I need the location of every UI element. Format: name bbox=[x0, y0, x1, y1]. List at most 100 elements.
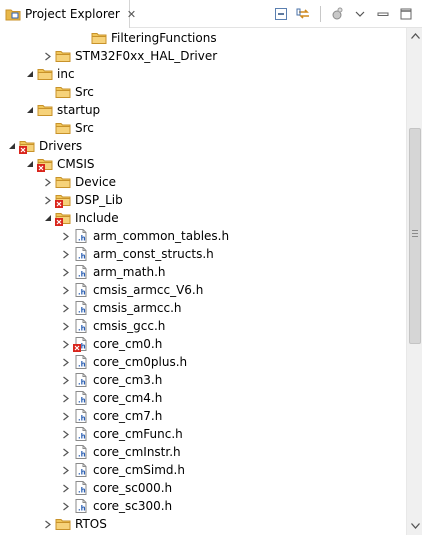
scroll-down-arrow-icon[interactable] bbox=[407, 518, 422, 534]
tree-item-label: arm_const_structs.h bbox=[93, 247, 214, 261]
scroll-up-arrow-icon[interactable] bbox=[407, 28, 422, 44]
header-file-icon: .h bbox=[73, 444, 89, 460]
collapsed-arrow-icon[interactable] bbox=[42, 173, 54, 191]
folder-tree-item[interactable]: Include bbox=[0, 209, 406, 227]
header-file-icon: .h bbox=[73, 498, 89, 514]
folder-tree-item[interactable]: Src bbox=[0, 119, 406, 137]
svg-text:.h: .h bbox=[78, 379, 86, 387]
collapsed-arrow-icon[interactable] bbox=[60, 389, 72, 407]
view-menu-icon[interactable] bbox=[350, 4, 370, 24]
tree-item-label: core_cm0plus.h bbox=[93, 355, 188, 369]
tree-item-label: core_sc000.h bbox=[93, 481, 173, 495]
folder-icon bbox=[37, 66, 53, 82]
thumb-grip-line bbox=[412, 236, 418, 237]
collapsed-arrow-icon[interactable] bbox=[60, 317, 72, 335]
file-tree-item[interactable]: .h core_sc300.h bbox=[0, 497, 406, 515]
folder-icon bbox=[55, 516, 71, 532]
svg-text:.h: .h bbox=[78, 433, 86, 441]
folder-tree-item[interactable]: inc bbox=[0, 65, 406, 83]
header-file-icon: .h bbox=[73, 228, 89, 244]
collapsed-arrow-icon[interactable] bbox=[60, 245, 72, 263]
close-icon[interactable]: ✕ bbox=[126, 7, 137, 21]
expanded-arrow-icon[interactable] bbox=[24, 65, 36, 83]
folder-tree-item[interactable]: Src bbox=[0, 83, 406, 101]
expanded-arrow-icon[interactable] bbox=[24, 101, 36, 119]
tree-item-label: core_sc300.h bbox=[93, 499, 173, 513]
collapsed-arrow-icon[interactable] bbox=[60, 479, 72, 497]
file-tree-item[interactable]: .h core_cm0plus.h bbox=[0, 353, 406, 371]
collapse-all-icon[interactable] bbox=[271, 4, 291, 24]
file-tree-item[interactable]: .h cmsis_armcc.h bbox=[0, 299, 406, 317]
tree-item-label: arm_common_tables.h bbox=[93, 229, 230, 243]
expanded-arrow-icon[interactable] bbox=[24, 155, 36, 173]
collapsed-arrow-icon[interactable] bbox=[42, 515, 54, 533]
svg-text:.h: .h bbox=[78, 289, 86, 297]
collapsed-arrow-icon[interactable] bbox=[60, 497, 72, 515]
tab-project-explorer[interactable]: Project Explorer ✕ bbox=[0, 0, 136, 28]
collapsed-arrow-icon[interactable] bbox=[42, 191, 54, 209]
folder-tree-item[interactable]: Drivers bbox=[0, 137, 406, 155]
folder-tree-item[interactable]: DSP_Lib bbox=[0, 191, 406, 209]
thumb-grip-line bbox=[412, 233, 418, 234]
svg-text:.h: .h bbox=[78, 469, 86, 477]
collapsed-arrow-icon[interactable] bbox=[42, 47, 54, 65]
collapsed-arrow-icon[interactable] bbox=[60, 407, 72, 425]
collapsed-arrow-icon[interactable] bbox=[60, 227, 72, 245]
maximize-icon[interactable] bbox=[396, 4, 416, 24]
folder-tree-item[interactable]: CMSIS bbox=[0, 155, 406, 173]
no-toggle bbox=[42, 83, 54, 101]
thumb-grip-line bbox=[412, 230, 418, 231]
collapsed-arrow-icon[interactable] bbox=[60, 263, 72, 281]
folder-tree-item[interactable]: startup bbox=[0, 101, 406, 119]
folder-icon bbox=[91, 30, 107, 46]
tree-item-label: FilteringFunctions bbox=[111, 31, 217, 45]
folder-icon bbox=[55, 84, 71, 100]
collapsed-arrow-icon[interactable] bbox=[60, 299, 72, 317]
tree-item-label: Src bbox=[75, 85, 94, 99]
expanded-arrow-icon[interactable] bbox=[6, 137, 18, 155]
folder-error-icon bbox=[37, 156, 53, 172]
tree-item-label: core_cmInstr.h bbox=[93, 445, 181, 459]
vertical-scrollbar[interactable] bbox=[406, 28, 422, 535]
collapsed-arrow-icon[interactable] bbox=[60, 443, 72, 461]
folder-tree-item[interactable]: Device bbox=[0, 173, 406, 191]
collapsed-arrow-icon[interactable] bbox=[60, 281, 72, 299]
tree-item-label: cmsis_armcc.h bbox=[93, 301, 182, 315]
file-tree-item[interactable]: .h arm_common_tables.h bbox=[0, 227, 406, 245]
filters-icon[interactable] bbox=[327, 4, 347, 24]
folder-icon bbox=[55, 48, 71, 64]
header-file-icon: .h bbox=[73, 300, 89, 316]
minimize-icon[interactable] bbox=[373, 4, 393, 24]
scrollbar-thumb[interactable] bbox=[409, 128, 421, 344]
project-explorer-icon bbox=[5, 6, 21, 22]
collapsed-arrow-icon[interactable] bbox=[60, 371, 72, 389]
header-file-icon: .h bbox=[73, 354, 89, 370]
collapsed-arrow-icon[interactable] bbox=[60, 353, 72, 371]
folder-tree-item[interactable]: FilteringFunctions bbox=[0, 29, 406, 47]
folder-tree-item[interactable]: RTOS bbox=[0, 515, 406, 533]
collapsed-arrow-icon[interactable] bbox=[60, 461, 72, 479]
tree-item-label: Src bbox=[75, 121, 94, 135]
expanded-arrow-icon[interactable] bbox=[42, 209, 54, 227]
collapsed-arrow-icon[interactable] bbox=[60, 425, 72, 443]
header-file-icon: .h bbox=[73, 318, 89, 334]
collapsed-arrow-icon[interactable] bbox=[60, 335, 72, 353]
tree-item-label: DSP_Lib bbox=[75, 193, 123, 207]
file-tree-item[interactable]: .h core_cmInstr.h bbox=[0, 443, 406, 461]
svg-text:.h: .h bbox=[78, 415, 86, 423]
svg-text:.h: .h bbox=[78, 361, 86, 369]
link-with-editor-icon[interactable] bbox=[294, 4, 314, 24]
folder-tree-item[interactable]: STM32F0xx_HAL_Driver bbox=[0, 47, 406, 65]
